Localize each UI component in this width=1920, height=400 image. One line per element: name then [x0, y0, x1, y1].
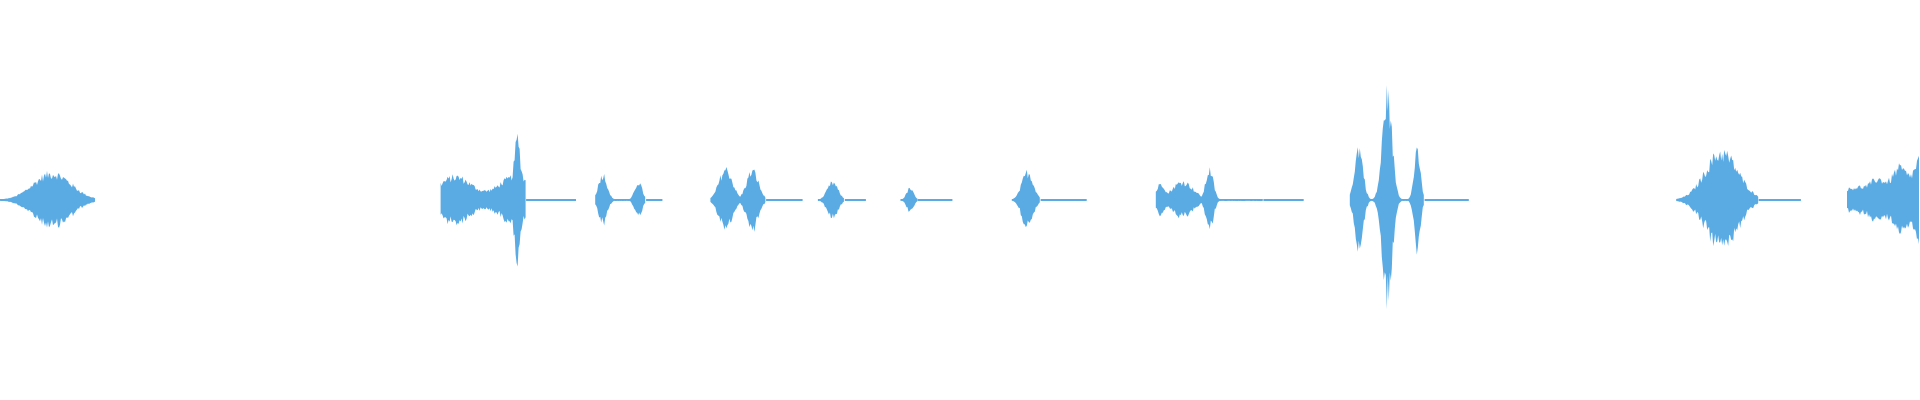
waveform-burst	[595, 174, 646, 226]
waveform-burst	[1349, 85, 1424, 310]
waveform-bursts	[0, 85, 1919, 310]
waveform-tail	[1040, 199, 1087, 201]
waveform-burst	[1676, 149, 1759, 247]
waveform-tail	[917, 199, 953, 201]
waveform-tail	[766, 199, 803, 201]
waveform-tail	[1263, 199, 1304, 201]
waveform-burst	[817, 181, 844, 219]
waveform-burst	[1847, 155, 1919, 245]
waveform-burst	[0, 170, 95, 228]
waveform-tail	[526, 199, 576, 201]
waveform-tail	[1424, 199, 1469, 201]
waveform-tail	[844, 199, 866, 201]
waveform-tail	[646, 199, 663, 201]
waveform-burst	[710, 167, 766, 232]
waveform-burst	[900, 187, 918, 212]
waveform-tail	[1758, 199, 1801, 201]
waveform-burst	[1155, 167, 1263, 230]
waveform-burst	[1011, 169, 1040, 228]
waveform-burst	[440, 133, 526, 267]
